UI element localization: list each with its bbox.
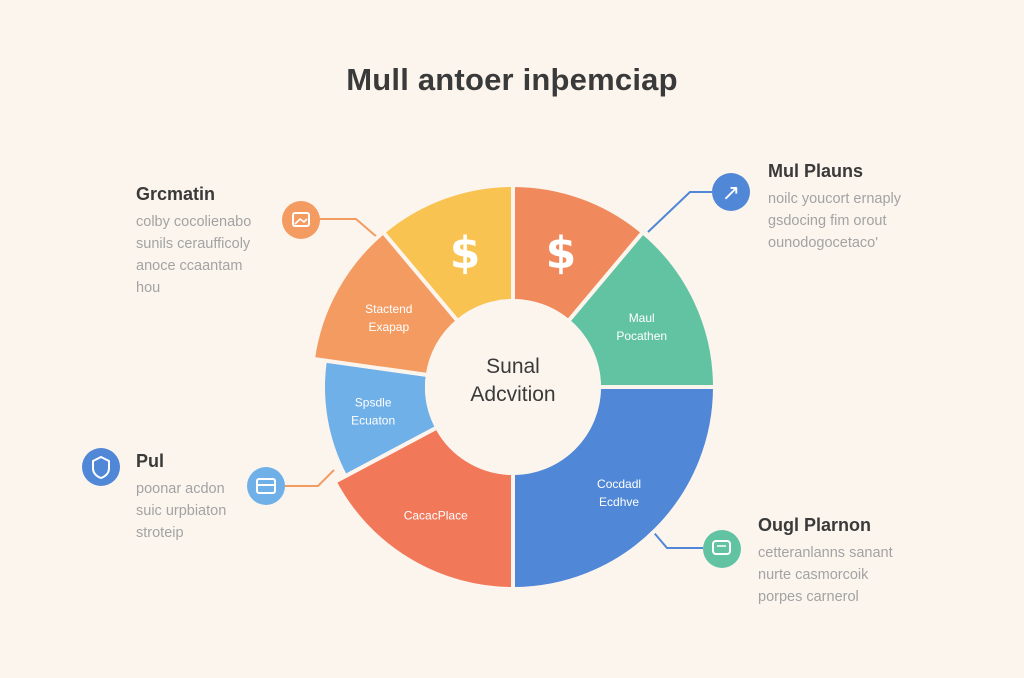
callout-bottom-left-line: stroteip xyxy=(136,525,184,541)
segment-teal-label: Pocathen xyxy=(616,329,667,343)
chat-icon xyxy=(703,530,741,568)
segment-lightblue-label: Spsdle xyxy=(355,396,392,410)
connector-bottom-right xyxy=(649,527,703,549)
segment-blue-label: Ecdhve xyxy=(599,495,639,509)
callout-bottom-left: Pul poonar acdon suic urpbiaton stroteip xyxy=(136,451,286,544)
dollar-icon: $ xyxy=(450,227,481,278)
svg-text:↗: ↗ xyxy=(722,181,740,206)
callout-top-right-heading: Mul Plauns xyxy=(768,161,864,181)
callout-top-left-line: hou xyxy=(136,280,161,296)
donut-hole xyxy=(425,299,601,475)
shield-icon xyxy=(82,448,120,486)
callout-top-left-heading: Grcmatin xyxy=(136,184,216,204)
segment-orange-label: Stactend xyxy=(365,302,412,316)
callout-bottom-right-line: cetteranlanns sanant xyxy=(758,545,893,561)
callout-bottom-left-line: suic urpbiaton xyxy=(136,503,227,519)
callout-top-left-line: anoce ccaantam xyxy=(136,258,243,274)
card-icon xyxy=(247,467,285,505)
segment-blue-label: Cocdadl xyxy=(597,477,641,491)
callout-bottom-right: Ougl Plarnon cetteranlanns sanant nurte … xyxy=(758,515,958,608)
callout-bottom-right-line: nurte casmorcoik xyxy=(758,567,869,583)
callout-bottom-left-heading: Pul xyxy=(136,451,165,471)
callout-bottom-right-line: porpes carnerol xyxy=(758,589,859,605)
segment-teal-label: Maul xyxy=(629,311,655,325)
connector-bottom-left xyxy=(284,469,335,487)
callout-top-right-line: noilc youcort ernaply xyxy=(768,191,901,207)
callout-top-left-line: sunils ceraufficoly xyxy=(136,236,251,252)
segment-orange-label: Exapap xyxy=(368,320,409,334)
callout-top-left: Grcmatin colby cocolienabo sunils cerauf… xyxy=(136,184,306,299)
callout-top-left-line: colby cocolienabo xyxy=(136,214,252,230)
center-label-line2: Adcvition xyxy=(470,383,555,406)
connectors xyxy=(284,191,712,549)
center-label-line1: Sunal xyxy=(486,355,540,378)
callout-top-right-line: gsdocing fim orout xyxy=(768,213,887,229)
image-icon xyxy=(282,201,320,239)
callout-top-right-line: ounodogocetaco' xyxy=(768,235,879,251)
arrow-icon: ↗ xyxy=(712,173,750,211)
segment-lightblue-label: Ecuaton xyxy=(351,414,395,428)
callout-bottom-right-heading: Ougl Plarnon xyxy=(758,515,872,535)
connector-top-right xyxy=(647,191,712,233)
callout-bottom-left-line: poonar acdon xyxy=(136,481,225,497)
callout-top-right: Mul Plauns noilc youcort ernaply gsdocin… xyxy=(768,161,968,254)
callout-badges: ↗ xyxy=(82,173,750,568)
diagram-title: Mull antoer inþemciap xyxy=(346,62,678,97)
dollar-icon: $ xyxy=(546,227,577,278)
connector-top-left xyxy=(318,218,379,239)
segment-red-label: CacacPlace xyxy=(404,509,468,523)
